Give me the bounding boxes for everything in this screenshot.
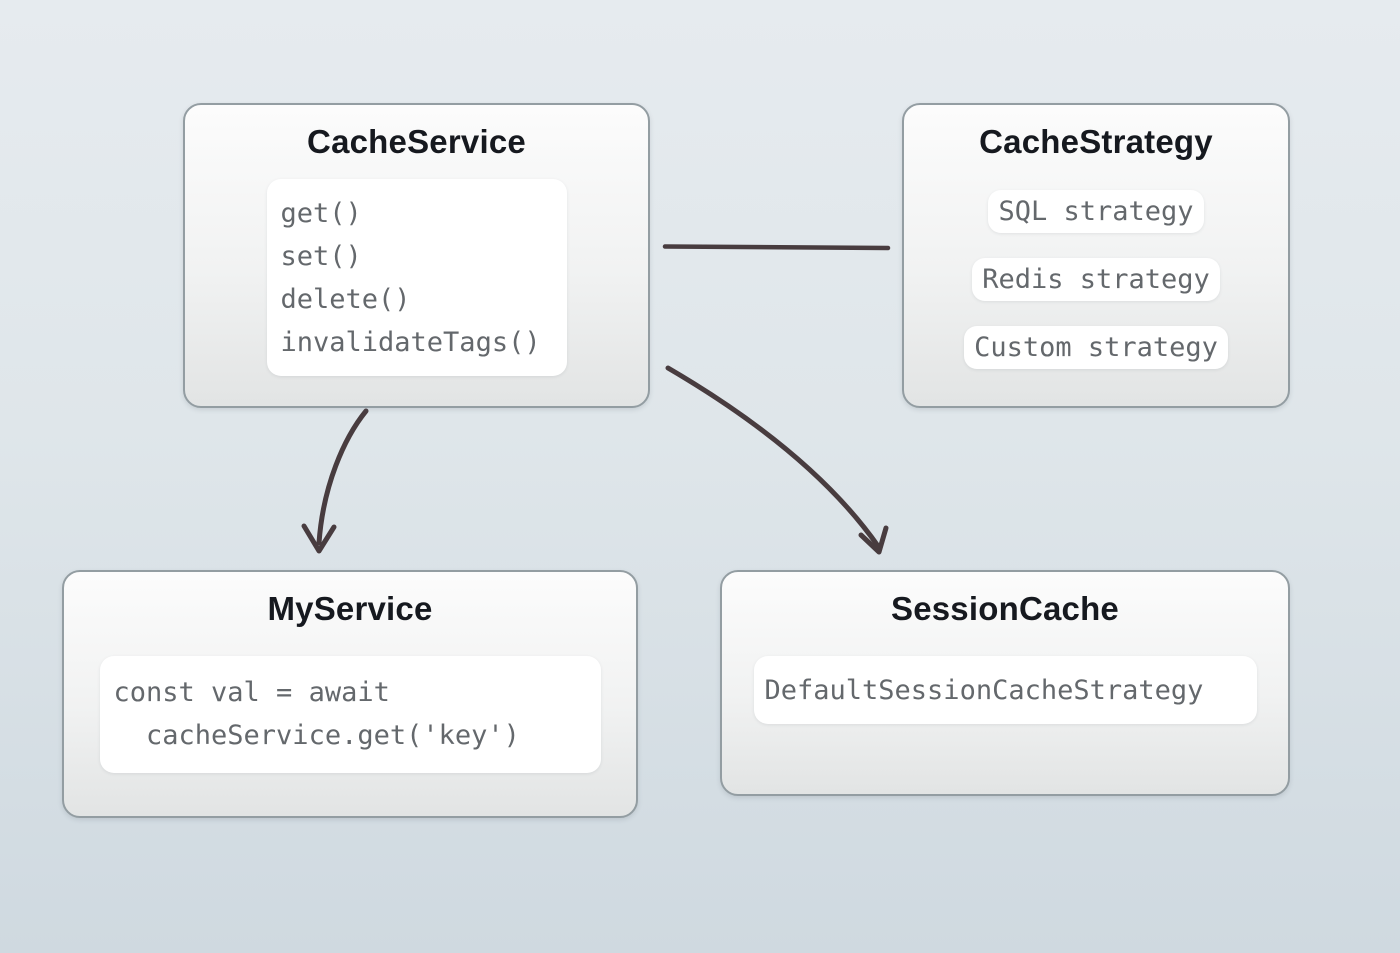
method-item: delete() (280, 284, 411, 315)
strategy-pill: Redis strategy (972, 258, 1220, 301)
node-myservice: MyService const val = await cacheService… (62, 570, 638, 818)
cachestrategy-title: CacheStrategy (979, 123, 1213, 160)
strategy-pill: Custom strategy (964, 326, 1228, 369)
cacheservice-sessioncache-arrow (665, 365, 881, 549)
code-line: cacheService.get('key') (113, 720, 520, 751)
cacheservice-methods-block: get() set() delete() invalidateTags() (266, 179, 567, 376)
strategy-pill: SQL strategy (988, 190, 1204, 233)
method-item: set() (280, 241, 362, 272)
cacheservice-title: CacheService (307, 123, 526, 160)
method-item: invalidateTags() (280, 327, 541, 358)
myservice-code-block: const val = await cacheService.get('key'… (99, 656, 601, 773)
myservice-title: MyService (267, 590, 433, 627)
sessioncache-title: SessionCache (890, 590, 1119, 627)
strategy-pill-stack: SQL strategy Redis strategy Custom strat… (904, 190, 1288, 369)
cacheservice-sessioncache-arrowhead (858, 525, 889, 555)
node-sessioncache: SessionCache DefaultSessionCacheStrategy (720, 570, 1290, 796)
cacheservice-myservice-arrow (316, 408, 369, 546)
cacheservice-cachestrategy-connector-line (662, 244, 891, 251)
sessioncache-strategy-block: DefaultSessionCacheStrategy (753, 656, 1257, 724)
cacheservice-myservice-arrowhead (301, 523, 337, 554)
code-line: const val = await (113, 677, 390, 708)
node-cachestrategy: CacheStrategy SQL strategy Redis strateg… (902, 103, 1290, 408)
node-cacheservice: CacheService get() set() delete() invali… (183, 103, 650, 408)
method-item: get() (280, 198, 362, 229)
